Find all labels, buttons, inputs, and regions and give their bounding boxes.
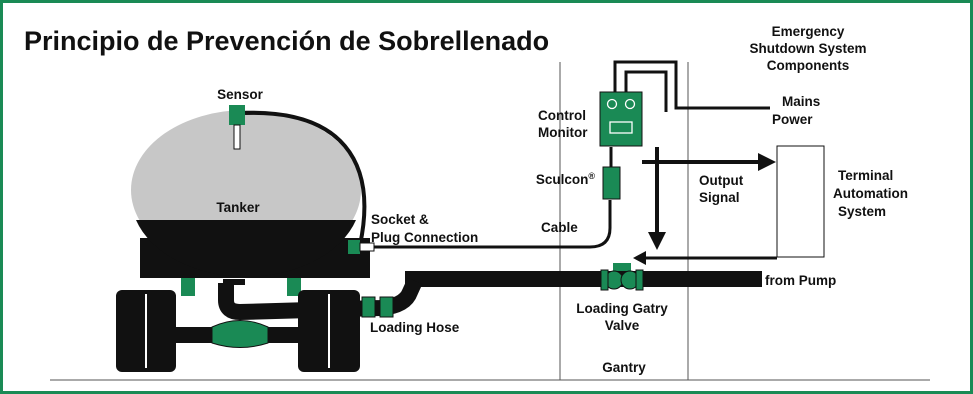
hose-coupling-right <box>379 296 394 318</box>
output-label-line2: Signal <box>699 190 740 205</box>
socket-label-line1: Socket & <box>371 212 429 227</box>
tanker-label: Tanker <box>216 200 260 215</box>
mains-power-line-inner <box>624 70 668 112</box>
output-label-line1: Output <box>699 173 744 188</box>
monitor-display-icon <box>609 121 633 134</box>
hose-outlet <box>223 279 245 285</box>
emergency-heading-line2: Shutdown System <box>749 41 866 56</box>
mains-label-line1: Mains <box>782 94 820 109</box>
socket-label-line2: Plug Connection <box>371 230 478 245</box>
emergency-heading-line1: Emergency <box>772 24 845 39</box>
cable-label: Cable <box>541 220 578 235</box>
mains-power-line-outer <box>613 60 770 110</box>
truck-pipe-left <box>181 278 195 296</box>
terminal-label-line3: System <box>838 204 886 219</box>
terminal-return-arrow-icon <box>633 251 646 265</box>
control-label-line2: Monitor <box>538 125 588 140</box>
socket-icon <box>348 240 360 254</box>
valve-flange-left <box>600 269 609 291</box>
valve-label-line2: Valve <box>605 318 640 333</box>
gantry-label: Gantry <box>602 360 646 375</box>
valve-label-line1: Loading Gatry <box>576 301 668 316</box>
emergency-heading-line3: Components <box>767 58 850 73</box>
truck-pipe-right <box>287 278 301 296</box>
mains-label-line2: Power <box>772 112 813 127</box>
sensor-label: Sensor <box>217 87 264 102</box>
control-label-line1: Control <box>538 108 586 123</box>
valve-signal-arrow-icon <box>648 232 666 250</box>
sculcon-connector <box>602 166 621 200</box>
from-pump-label: from Pump <box>765 273 836 288</box>
terminal-label-line2: Automation <box>833 186 908 201</box>
signal-cable <box>374 200 612 249</box>
output-arrow-icon <box>758 153 776 171</box>
valve-actuator <box>613 263 631 271</box>
loading-hose-label: Loading Hose <box>370 320 460 335</box>
sensor-icon <box>229 105 245 125</box>
monitor-indicator-right-icon <box>624 98 636 110</box>
monitor-indicator-left-icon <box>606 98 618 110</box>
diagram-title: Principio de Prevención de Sobrellenado <box>24 26 549 56</box>
terminal-label-line1: Terminal <box>838 168 893 183</box>
sensor-cable <box>244 110 367 246</box>
tanker-liquid <box>136 220 356 277</box>
sculcon-label: Sculcon® <box>536 171 596 187</box>
hose-coupling-left <box>361 296 376 318</box>
control-monitor <box>599 91 643 147</box>
valve-flange-right <box>635 269 644 291</box>
differential-icon <box>211 320 269 348</box>
sensor-probe <box>233 124 241 150</box>
terminal-automation-box <box>776 145 825 258</box>
